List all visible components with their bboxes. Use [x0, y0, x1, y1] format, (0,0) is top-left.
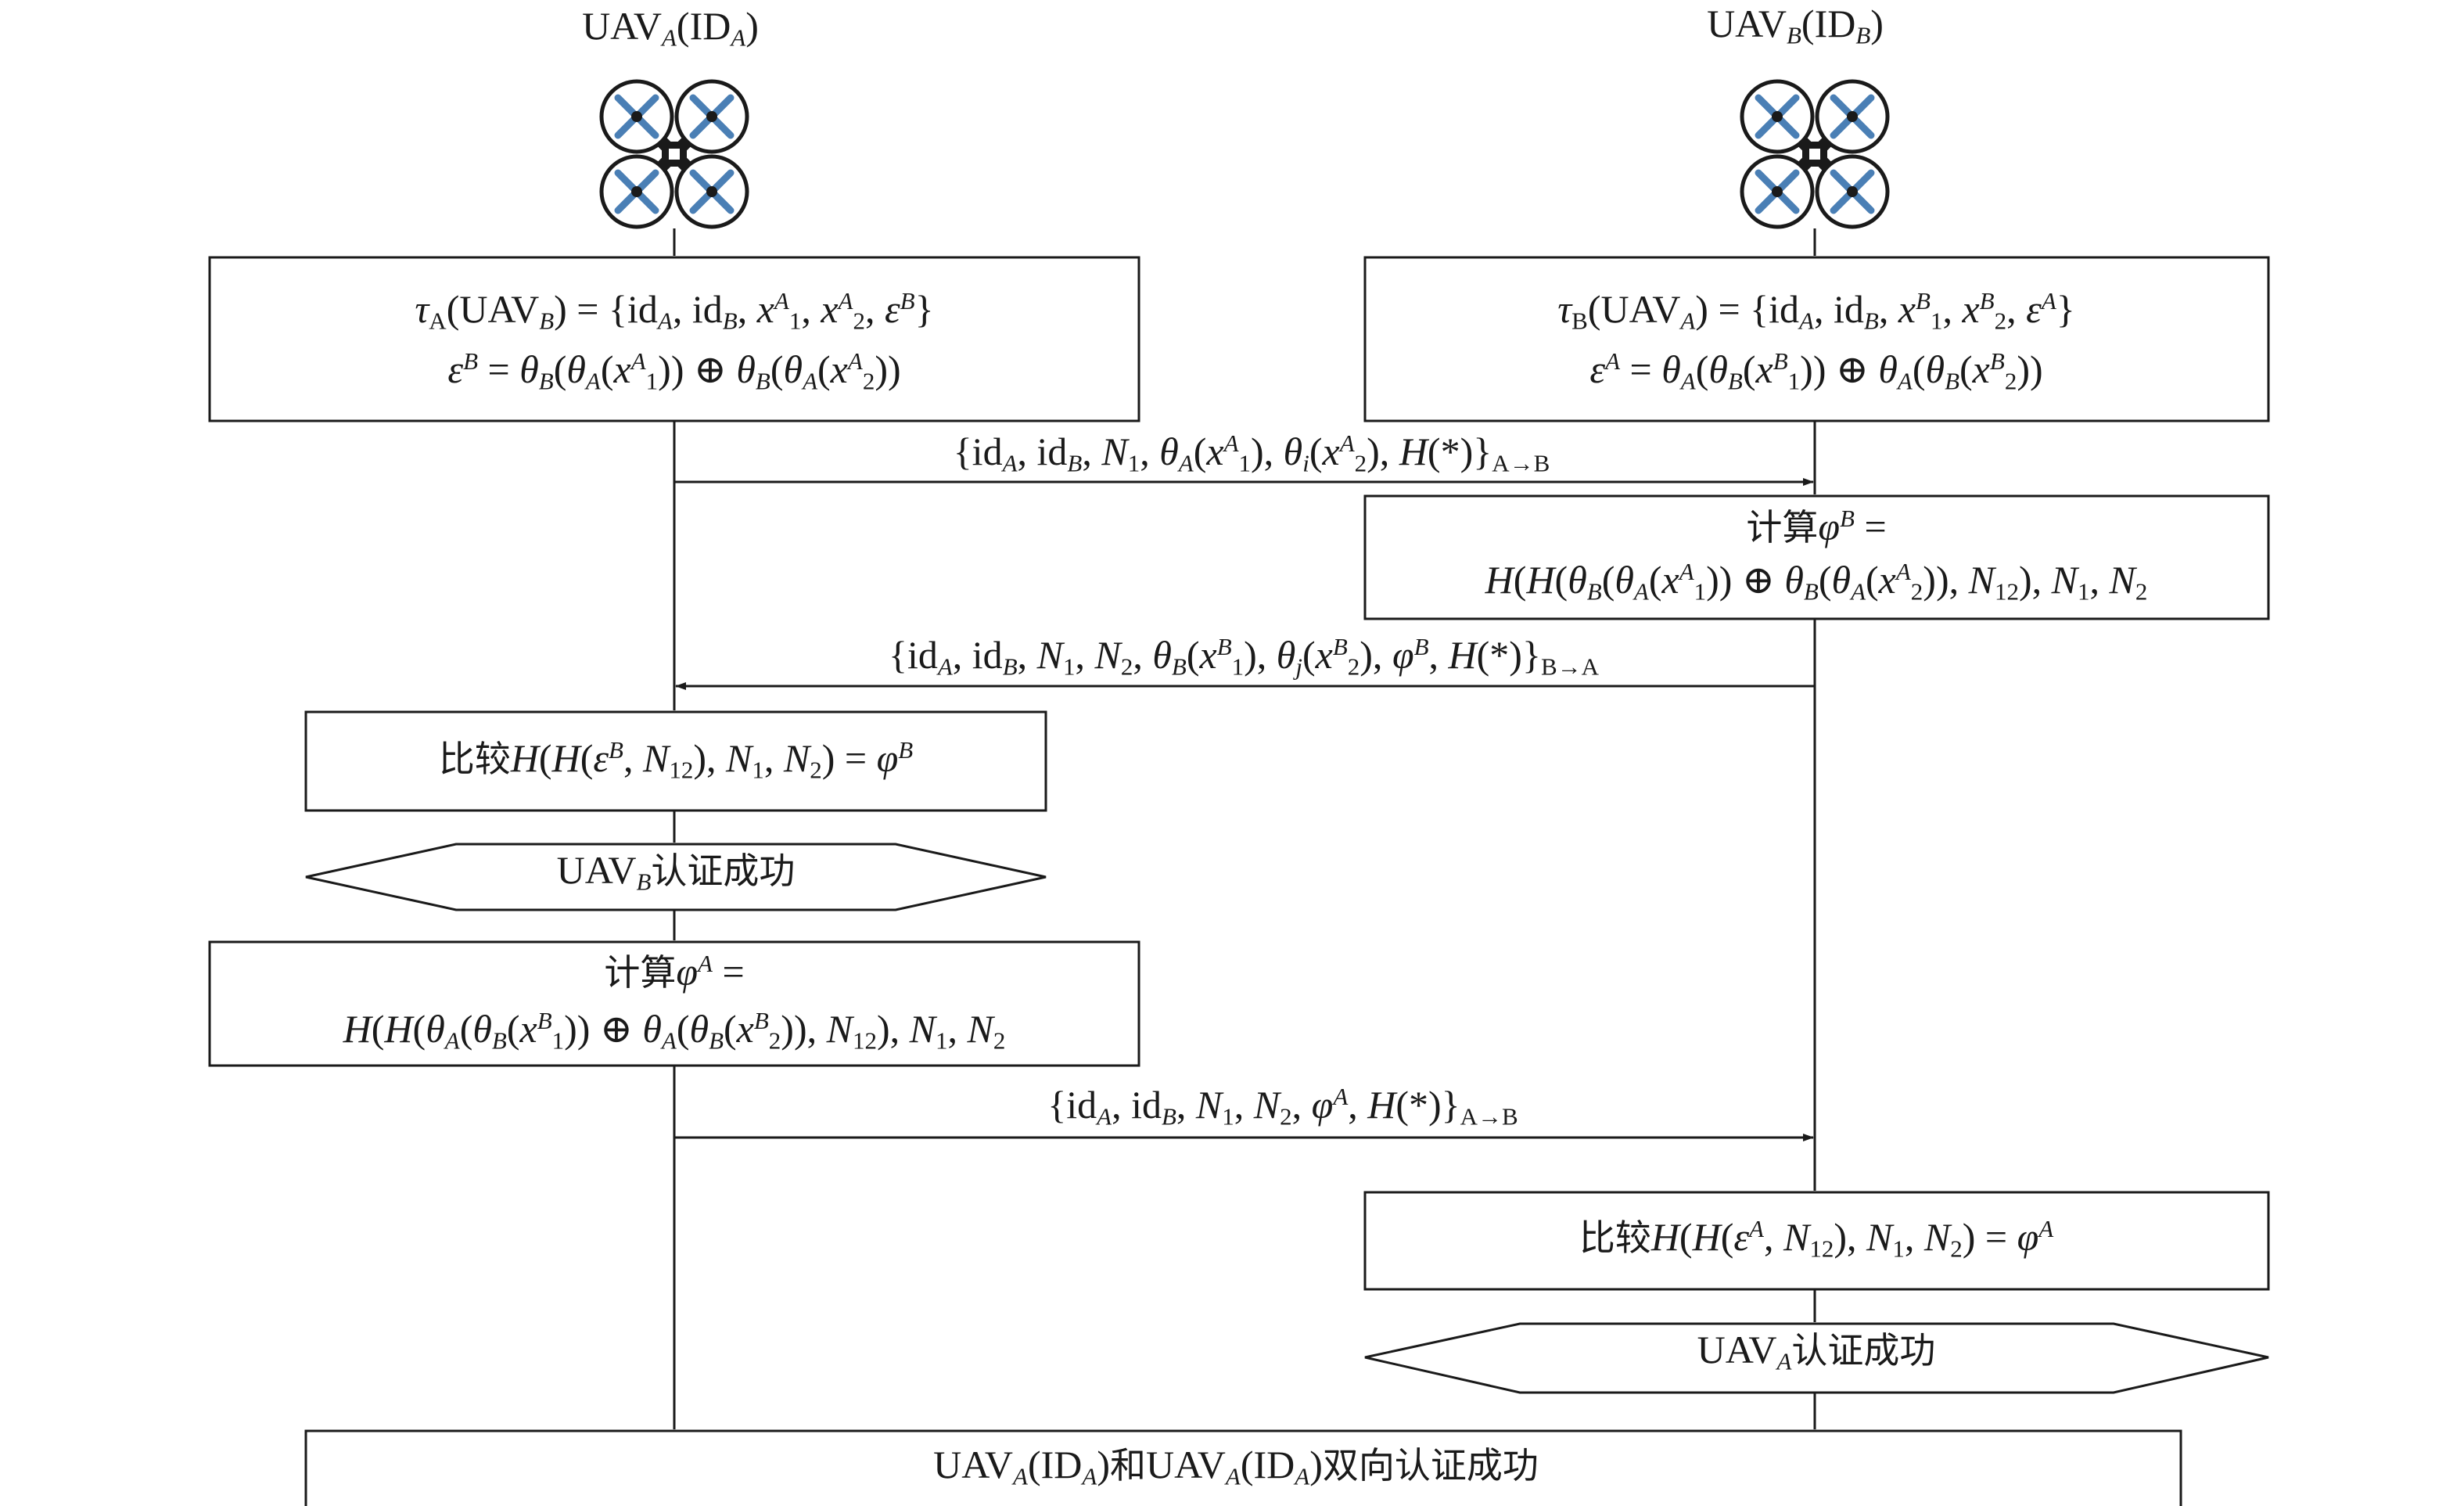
box-mutual-auth-success [304, 1429, 2182, 1506]
box-a-trust-table [208, 256, 1140, 422]
box-a-compute-phi-a [208, 940, 1140, 1067]
quadcopter-drone-icon [1742, 81, 1888, 227]
box-b-compute-line-1: 计算φB = [1746, 504, 1887, 548]
box-a-compare-phi-b [304, 710, 1047, 812]
uav-a-auth-success-label: UAVA认证成功 [1697, 1328, 1936, 1375]
participant-a-label: UAVA(IDA) [582, 4, 759, 52]
message-3-label: {idA, idB, N1, N2, φA, H(*)}A→B [1047, 1082, 1518, 1130]
box-a-line-2: εB = θB(θA(xA1)) ⊕ θB(θA(xA2)) [447, 347, 901, 395]
box-b-trust-table [1363, 256, 2270, 422]
mutual-auth-success-label: UAVA(IDA)和UAVA(IDA)双向认证成功 [933, 1443, 1539, 1490]
box-a-compute-line-2: H(H(θA(θB(xB1)) ⊕ θA(θB(xB2)), N12), N1,… [343, 1006, 1006, 1055]
box-b-compute-line-2: H(H(θB(θA(xA1)) ⊕ θB(θA(xA2)), N12), N1,… [1485, 557, 2148, 606]
box-b-compute-phi-b [1363, 494, 2270, 620]
box-b-line-2: εA = θA(θB(xB1)) ⊕ θA(θB(xB2)) [1589, 347, 2043, 395]
message-2-label: {idA, idB, N1, N2, θB(xB1), θj(xB2), φB,… [888, 632, 1600, 681]
quadcopter-drone-icon [602, 81, 747, 227]
box-b-compare-phi-a [1363, 1191, 2270, 1291]
box-a-compute-line-1: 计算φA = [604, 949, 745, 994]
box-a-compare-label: 比较H(H(εB, N12), N1, N2) = φB [438, 735, 914, 784]
hexagon-uav-a-auth-success [1364, 1322, 2269, 1394]
message-1-label: {idA, idB, N1, θA(xA1), θi(xA2), H(*)}A→… [953, 429, 1550, 477]
box-a-line-1: τA(UAVB) = {idA, idB, xA1, xA2, εB} [415, 286, 934, 335]
uav-b-auth-success-label: UAVB认证成功 [556, 848, 796, 896]
box-b-line-1: τB(UAVA) = {idA, idB, xB1, xB2, εA} [1557, 286, 2075, 335]
hexagon-uav-b-auth-success [305, 843, 1047, 911]
box-b-compare-label: 比较H(H(εA, N12), N1, N2) = φA [1579, 1214, 2054, 1263]
participant-b-label: UAVB(IDB) [1707, 2, 1884, 49]
